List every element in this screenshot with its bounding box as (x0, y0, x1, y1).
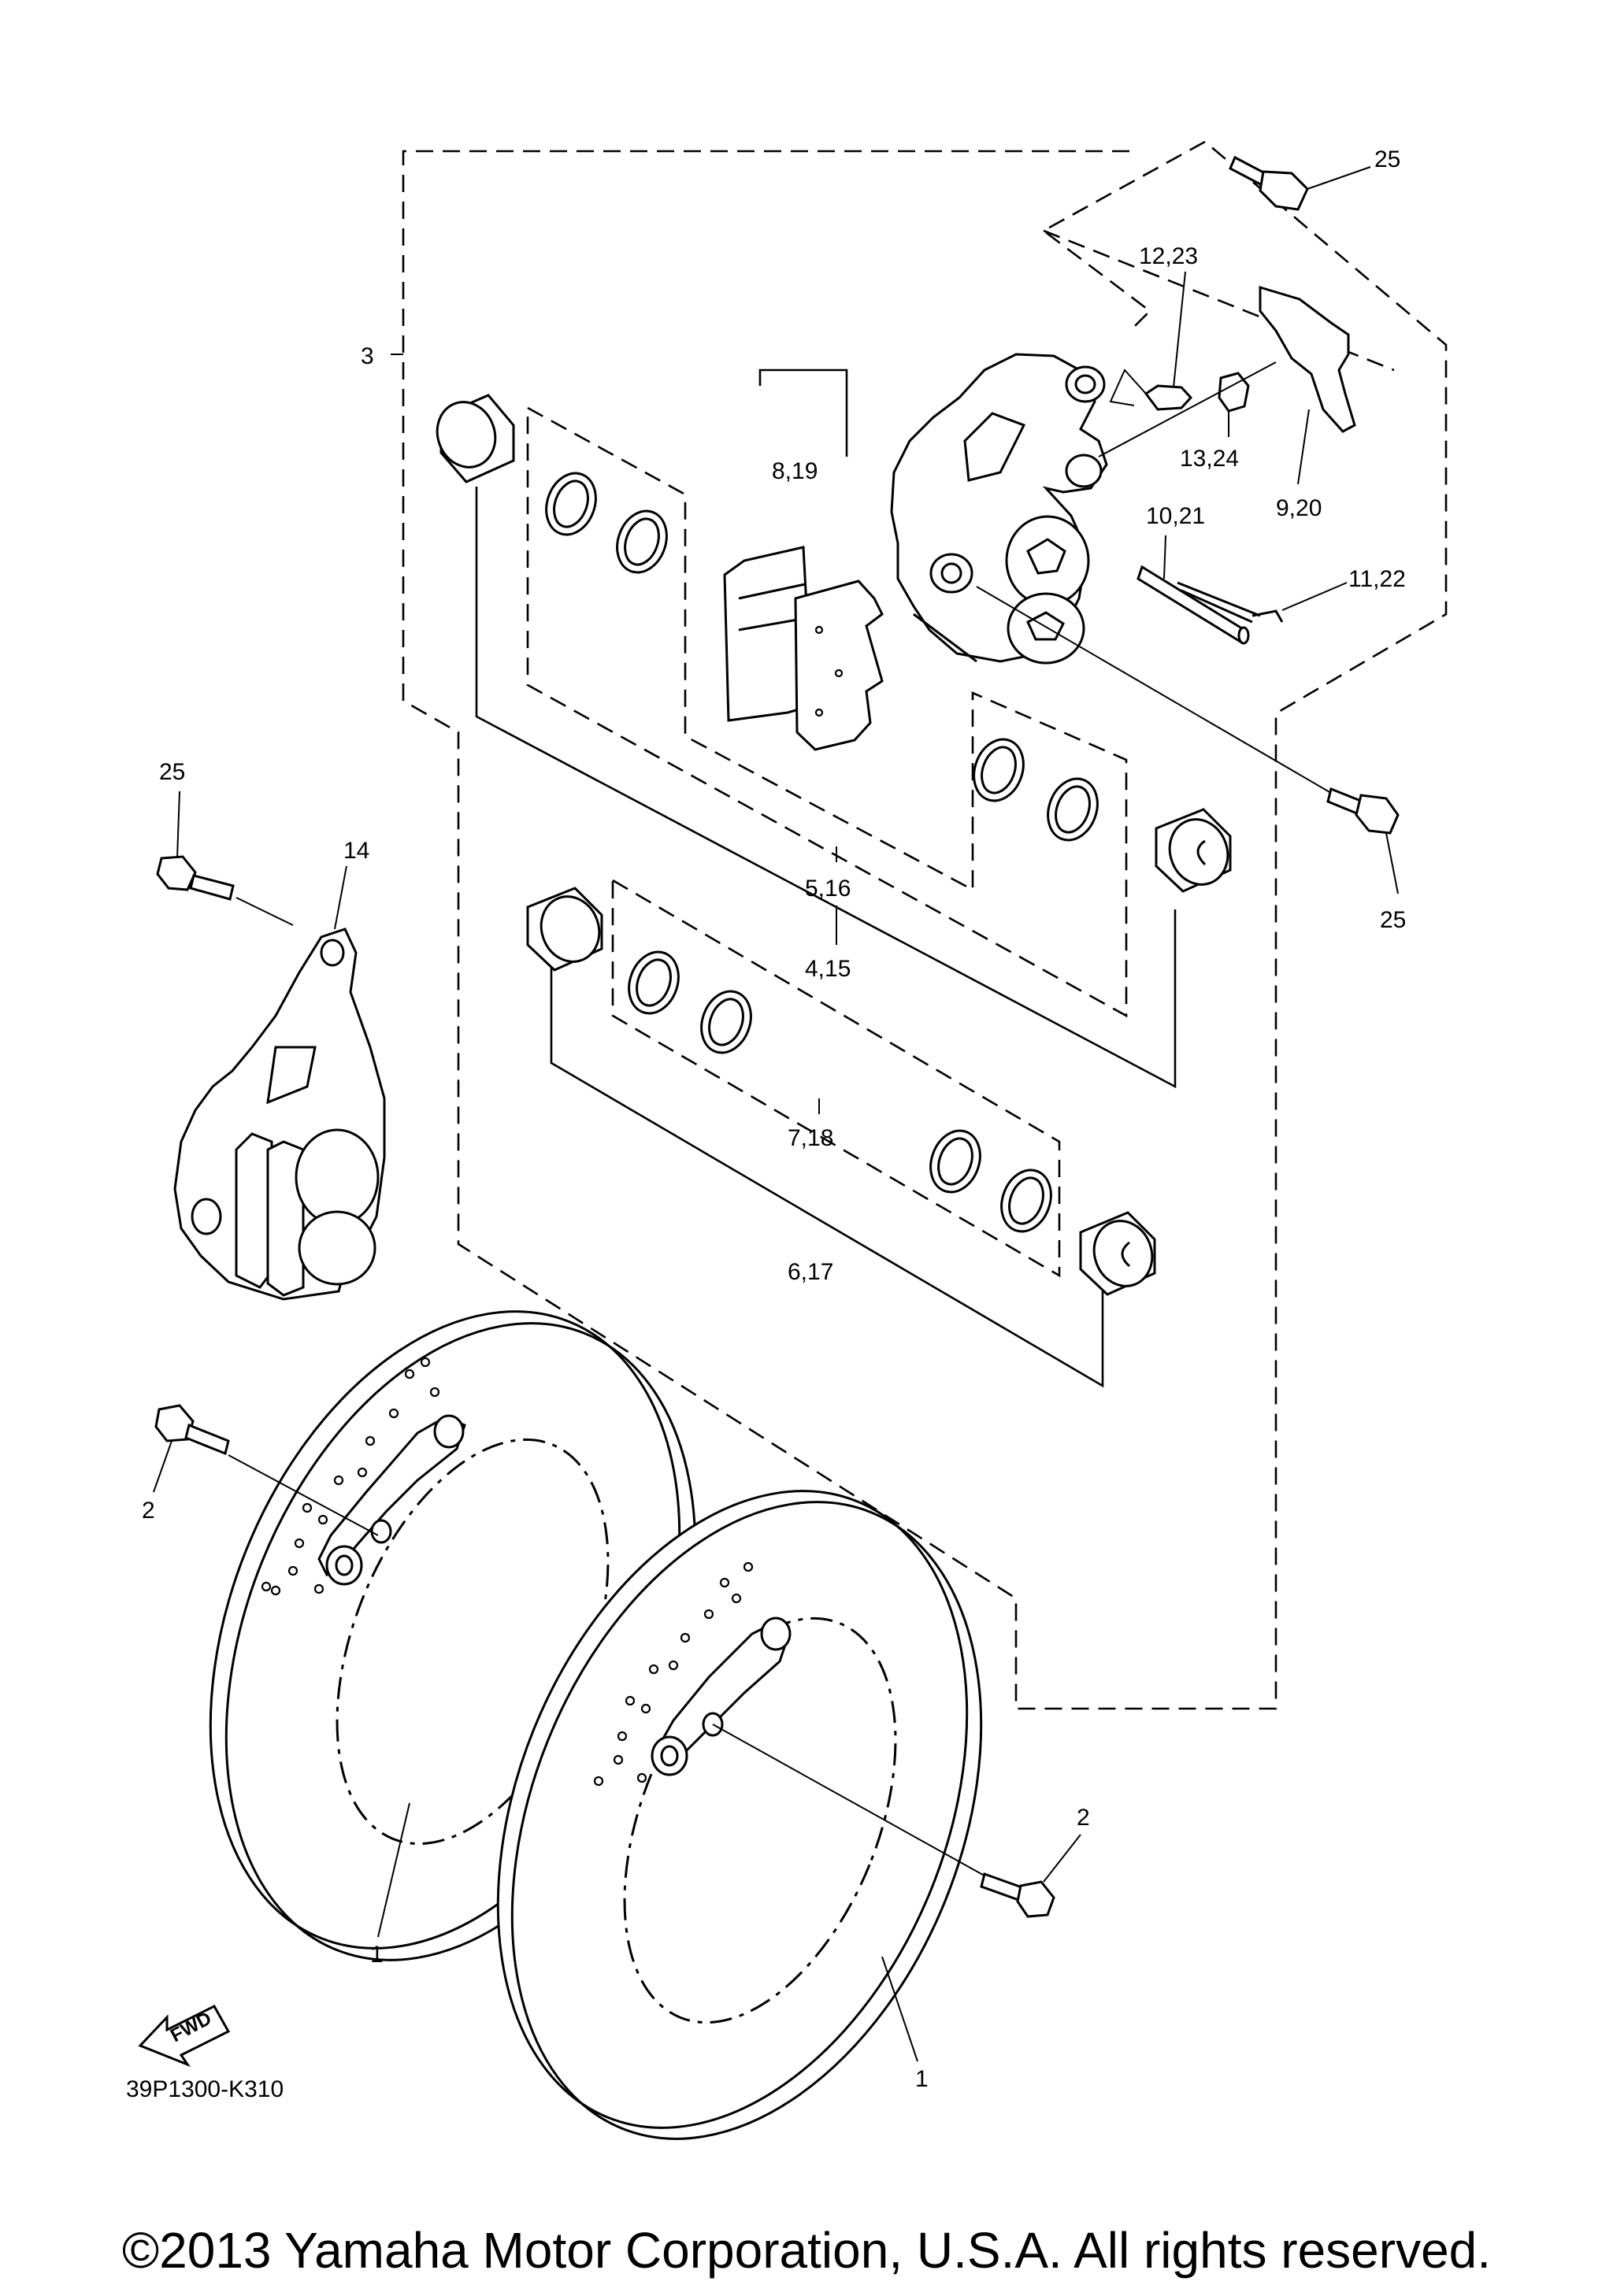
brake-disc-right (496, 1490, 989, 2140)
brake-caliper-main (890, 353, 1108, 665)
callout-1-right: 1 (915, 2066, 929, 2092)
callout-8-19: 8,19 (772, 458, 818, 484)
piston-seals-right (973, 738, 1099, 842)
callout-25-right: 25 (1380, 907, 1406, 933)
brake-pads-8-19 (723, 368, 884, 751)
copyright-notice: ©2013 Yamaha Motor Corporation, U.S.A. A… (121, 2222, 1492, 2279)
bolt-25-left (156, 791, 294, 926)
callout-14: 14 (343, 838, 369, 864)
piston-seals-lower-left (628, 950, 752, 1054)
callout-5-16: 5,16 (805, 876, 851, 902)
piston-group-lines (475, 487, 1177, 1388)
piston-lower-left (526, 887, 603, 972)
pad-pin-10-21 (1137, 535, 1250, 645)
callout-1-left: 1 (370, 1942, 384, 1968)
callout-13-24: 13,24 (1180, 446, 1239, 472)
bleeder-screw-12-23 (1109, 271, 1193, 411)
callout-2-left: 2 (142, 1498, 155, 1524)
pad-pin-clip-11-22 (1177, 581, 1348, 624)
callout-25-left: 25 (159, 759, 185, 785)
disc-bolt-2-left (153, 1404, 230, 1493)
assembly-boundary-lines (402, 140, 1448, 1710)
piston-seals-upper-left (545, 472, 668, 574)
piston-seals-lower-right (929, 1129, 1052, 1233)
callout-25-top: 25 (1374, 146, 1400, 172)
callout-3: 3 (361, 343, 374, 369)
callout-12-23: 12,23 (1139, 243, 1198, 269)
diagram-code: 39P1300-K310 (126, 2076, 284, 2102)
bleeder-cap-13-24 (1218, 372, 1250, 437)
brake-caliper-left-14 (173, 928, 386, 1301)
bolt-25-right (976, 586, 1400, 894)
piston-upper-left (436, 394, 515, 483)
callout-11-22: 11,22 (1348, 566, 1406, 592)
callout-4-15: 4,15 (805, 956, 851, 982)
callout-labels: 25 12,23 3 8,19 13,24 9,20 10,21 11,22 2… (142, 146, 1406, 2092)
callout-2-right: 2 (1077, 1805, 1090, 1831)
bolt-25-top (1229, 155, 1371, 211)
pad-spring-9-20 (1098, 285, 1356, 485)
disc-bolt-2-right (980, 1834, 1081, 1918)
callout-leaders (334, 354, 918, 2062)
callout-6-17: 6,17 (788, 1259, 833, 1285)
callout-9-20: 9,20 (1276, 495, 1322, 521)
forward-direction-arrow: FWD (138, 2005, 231, 2068)
piston-lower-right (1079, 1211, 1156, 1296)
callout-10-21: 10,21 (1146, 503, 1205, 529)
piston-right-upper (1155, 808, 1232, 893)
callout-7-18: 7,18 (788, 1125, 833, 1151)
